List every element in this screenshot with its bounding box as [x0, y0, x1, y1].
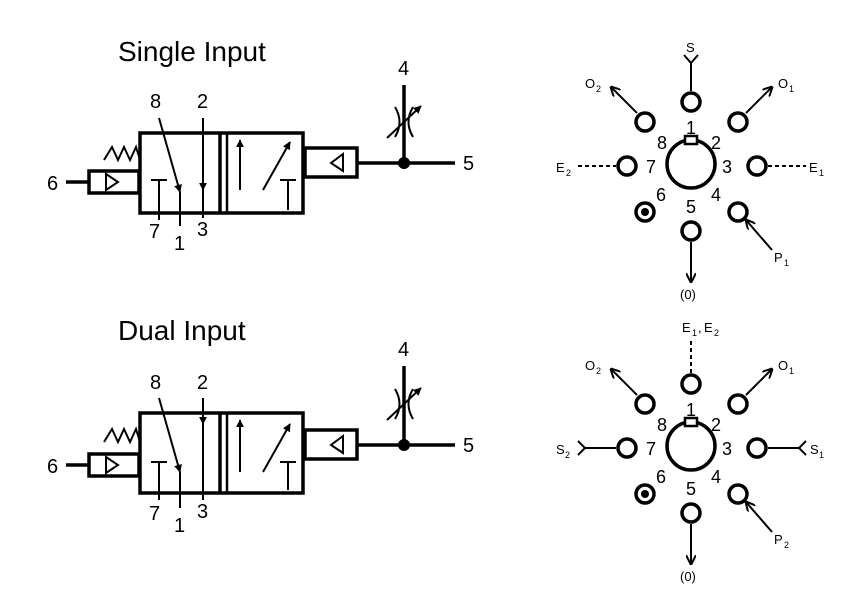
- o2-sub: 2: [596, 84, 601, 94]
- port-7: [616, 155, 638, 177]
- label-3: 3: [197, 501, 208, 523]
- e2-sub: 2: [566, 168, 571, 178]
- num-1: 1: [686, 118, 696, 138]
- num-7: 7: [646, 157, 656, 177]
- center-port: [665, 420, 717, 472]
- solenoid-block: [87, 169, 141, 195]
- e1-sub: 1: [819, 168, 824, 178]
- dual-input-section: Dual Input: [47, 315, 824, 584]
- label-5: 5: [463, 153, 474, 175]
- zero-label: (0): [680, 287, 696, 302]
- o1-label: O: [778, 358, 788, 373]
- label-3: 3: [197, 219, 208, 241]
- o2-label: O: [585, 76, 595, 91]
- num-4: 4: [711, 185, 721, 205]
- dual-port-diagram: E 1 , E 2 1 2 3 4 5 6 7 8 O 2 O 1 S 2 S …: [556, 320, 824, 584]
- port-1: [680, 91, 702, 113]
- label-2: 2: [197, 372, 208, 394]
- port-2: [727, 393, 749, 415]
- restrictor-icon: [386, 387, 422, 421]
- port-8: [634, 111, 656, 133]
- top-e2-sub: 2: [714, 328, 719, 338]
- label-1: 1: [174, 515, 185, 537]
- port-2: [727, 111, 749, 133]
- label-6: 6: [47, 173, 58, 195]
- s1-sub: 1: [819, 450, 824, 460]
- num-3: 3: [722, 157, 732, 177]
- port-5: [680, 502, 702, 524]
- s2-sub: 2: [565, 450, 570, 460]
- restrictor-icon: [386, 105, 422, 139]
- p-sub: 2: [784, 540, 789, 550]
- num-5: 5: [686, 479, 696, 499]
- num-3: 3: [722, 439, 732, 459]
- label-6: 6: [47, 456, 58, 478]
- solenoid-block: [87, 452, 141, 478]
- num-5: 5: [686, 197, 696, 217]
- num-1: 1: [686, 400, 696, 420]
- center-port: [665, 138, 717, 190]
- label-8: 8: [150, 91, 161, 113]
- e1-label: E: [809, 160, 818, 175]
- label-5: 5: [463, 435, 474, 457]
- dual-input-title: Dual Input: [118, 315, 246, 346]
- num-6: 6: [656, 185, 666, 205]
- spring-icon: [103, 144, 141, 163]
- label-8: 8: [150, 372, 161, 394]
- port-4: [727, 483, 749, 505]
- top-sep: ,: [698, 320, 702, 335]
- spring-icon: [103, 426, 141, 445]
- o1-sub: 1: [789, 366, 794, 376]
- single-input-title: Single Input: [118, 36, 266, 67]
- port-3: [746, 155, 768, 177]
- o1-sub: 1: [789, 84, 794, 94]
- port-8: [634, 393, 656, 415]
- single-input-section: Single Input: [47, 36, 824, 302]
- port-7: [616, 437, 638, 459]
- label-4: 4: [398, 58, 409, 80]
- num-2: 2: [711, 415, 721, 435]
- o1-label: O: [778, 76, 788, 91]
- port-1: [680, 373, 702, 395]
- single-valve-schematic: 8 2 7 1 3 6 4 5: [47, 58, 474, 255]
- label-4: 4: [398, 339, 409, 361]
- single-port-diagram: S 1 2 3 4 5 6 7 8 O 2 O 1 E 2 E 1 P 1 (0…: [556, 40, 824, 302]
- num-2: 2: [711, 133, 721, 153]
- o2-sub: 2: [596, 366, 601, 376]
- num-8: 8: [657, 415, 667, 435]
- label-7: 7: [149, 221, 160, 243]
- s1-label: S: [810, 442, 819, 457]
- s2-label: S: [556, 442, 565, 457]
- label-2: 2: [197, 91, 208, 113]
- label-1: 1: [174, 233, 185, 255]
- num-4: 4: [711, 467, 721, 487]
- dual-valve-schematic: 8 2 7 1 3 6 4 5: [47, 339, 474, 537]
- port-s-label: S: [686, 40, 695, 55]
- port-4: [727, 201, 749, 223]
- p-label: P: [774, 250, 783, 265]
- p-label: P: [774, 532, 783, 547]
- label-7: 7: [149, 503, 160, 525]
- num-7: 7: [646, 439, 656, 459]
- port-3: [746, 437, 768, 459]
- num-6: 6: [656, 467, 666, 487]
- num-8: 8: [657, 133, 667, 153]
- port-5: [680, 220, 702, 242]
- o2-label: O: [585, 358, 595, 373]
- top-e1-sub: 1: [692, 328, 697, 338]
- e2-label: E: [556, 160, 565, 175]
- zero-label: (0): [680, 569, 696, 584]
- p-sub: 1: [784, 258, 789, 268]
- top-e1-label: E: [682, 320, 691, 335]
- top-e2-label: E: [704, 320, 713, 335]
